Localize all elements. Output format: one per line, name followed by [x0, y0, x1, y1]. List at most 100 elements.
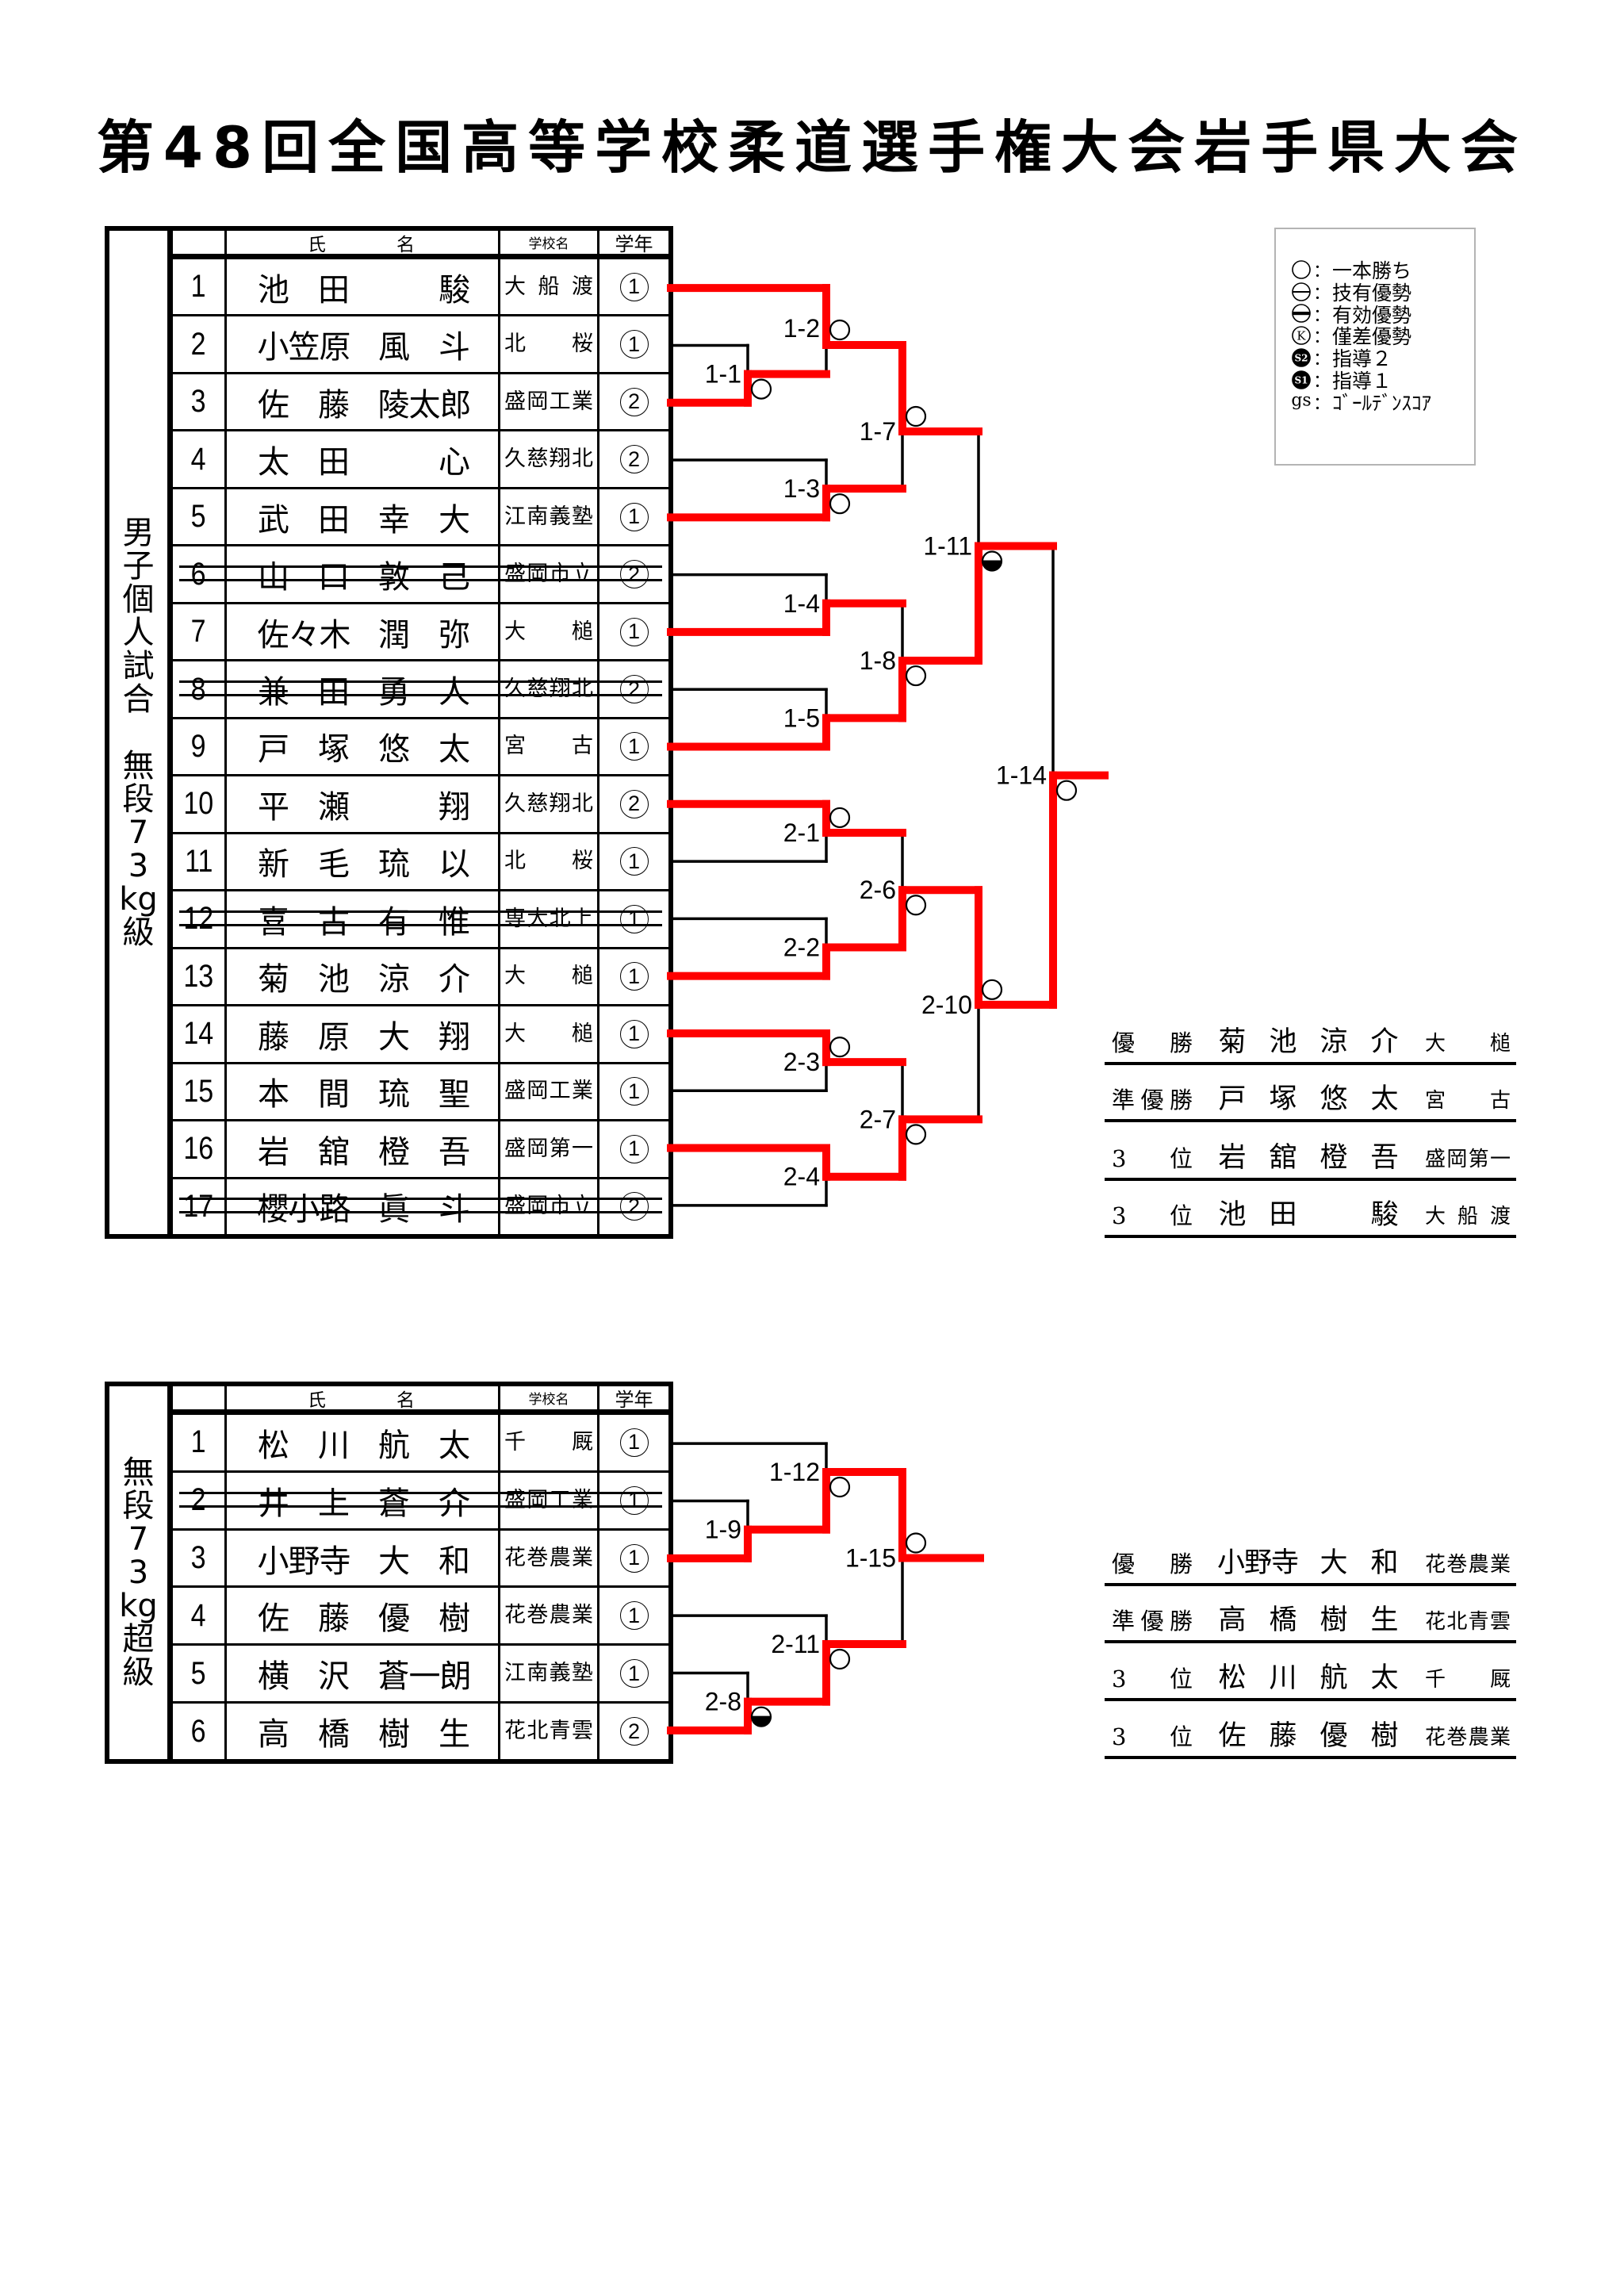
entry-school-cell: 久慈翔北 [500, 776, 599, 832]
result-symbols [750, 319, 1078, 1727]
division-label-char: 超 [122, 1621, 155, 1658]
name-part: 新 [258, 846, 289, 884]
division-label-char: 7 [128, 814, 149, 851]
name-part: 松 [258, 1427, 289, 1464]
entry-name: 小野寺大和 [227, 1530, 500, 1586]
name-part: 古 [318, 903, 350, 941]
result-name-part: 和 [1370, 1547, 1399, 1579]
result-name-part: 池 [1218, 1199, 1247, 1231]
name-part: 藤 [318, 386, 350, 424]
grade-badge: 2 [619, 675, 649, 704]
name-part: 聖 [439, 1076, 470, 1114]
grade-badge: 1 [619, 272, 649, 301]
grade-badge: 1 [619, 1485, 649, 1515]
entry-number: 17 [183, 1188, 214, 1224]
name-part: 己 [439, 559, 470, 596]
grade-badge: 1 [619, 904, 649, 933]
name-part: 菊 [258, 961, 289, 999]
ippon-circle-icon [829, 1037, 851, 1058]
name-part: 涼 [378, 961, 410, 999]
entry-name: 平瀬翔 [227, 776, 500, 832]
filled-circle-s2-icon: S2 [1292, 348, 1311, 367]
entry-name: 本間琉聖 [227, 1064, 500, 1120]
ippon-circle-icon [981, 979, 1003, 1000]
match-label: 1-11 [923, 532, 972, 561]
name-part: 大 [378, 1543, 410, 1580]
grade-badge: 1 [619, 847, 649, 876]
legend-icon: S1 [1291, 370, 1312, 390]
match-label: 2-6 [860, 876, 896, 904]
half-filled-circle-icon [981, 550, 1003, 572]
strikethrough-line [179, 680, 662, 684]
entry-number: 1 [191, 1424, 206, 1460]
result-school: 千厩 [1425, 1668, 1511, 1692]
legend-icon [1291, 303, 1312, 324]
result-row: 3位池田駿大船渡 [1105, 1190, 1516, 1238]
name-part: 櫻小路 [257, 1191, 351, 1228]
entry-school-cell: 大船渡 [500, 259, 599, 315]
result-name: 岩舘橙吾 [1207, 1142, 1410, 1174]
filled-half [752, 1716, 771, 1727]
division-label-char: 個 [122, 581, 155, 618]
entry-name: 新毛琉以 [227, 834, 500, 890]
entry-number: 6 [191, 556, 206, 592]
entry-grade-cell: 2 [599, 1179, 668, 1234]
entry-name: 井上蒼介 [227, 1472, 500, 1528]
division-label-char: 級 [122, 1654, 155, 1691]
entry-school: 花巻農業 [504, 1603, 593, 1628]
result-name-part: 介 [1370, 1026, 1399, 1058]
entry-number-cell: 13 [173, 949, 227, 1005]
header-school: 学校名 [500, 231, 599, 254]
entry-number: 13 [183, 958, 214, 994]
result-name-part: 樹 [1320, 1604, 1348, 1636]
result-name-part: 塚 [1269, 1083, 1297, 1115]
entry-number-cell: 10 [173, 776, 227, 832]
entry-grade-cell: 1 [599, 604, 668, 659]
entry-grade-cell: 2 [599, 374, 668, 429]
entry-name: 横沢蒼一朗 [227, 1646, 500, 1702]
name-part: 優 [378, 1600, 410, 1638]
header-grade: 学年 [615, 1389, 653, 1411]
legend-separator: ： [1312, 371, 1331, 392]
match-label: 1-1 [705, 360, 741, 389]
name-part: 以 [439, 846, 470, 884]
name-part: 橋 [318, 1716, 350, 1754]
result-name-part: 樹 [1370, 1720, 1399, 1752]
page-title: 第48回全国高等学校柔道選手権大会岩手県大会 [96, 114, 1528, 181]
result-school: 大船渡 [1425, 1205, 1511, 1228]
header-name: 氏名 [227, 231, 500, 255]
circle-double-line-icon [1292, 304, 1311, 324]
entry-grade-cell: 2 [599, 546, 668, 601]
entry-school-cell: 専大北上 [500, 891, 599, 947]
legend-icon: K [1291, 325, 1312, 346]
icon-glyph: S2 [1294, 353, 1308, 364]
division-label-char: 3 [128, 847, 149, 884]
result-school: 花北青雲 [1425, 1610, 1511, 1634]
result-rank: 優勝 [1112, 1550, 1193, 1577]
result-row: 準優勝高橋樹生花北青雲 [1105, 1596, 1516, 1643]
name-part: 舘 [318, 1133, 350, 1171]
legend-separator: ： [1312, 328, 1331, 348]
name-part: 翔 [439, 1018, 470, 1056]
name-part: 惟 [439, 903, 470, 941]
strikethrough-line [179, 1491, 662, 1494]
entry-number: 8 [191, 671, 206, 707]
entry-number-cell: 12 [173, 891, 227, 947]
result-name-part: 駿 [1370, 1199, 1399, 1231]
header-name: 氏名 [227, 1386, 500, 1411]
entry-number-cell: 6 [173, 546, 227, 602]
entry-grade-cell: 1 [599, 1121, 668, 1176]
name-part: 翔 [439, 788, 470, 826]
